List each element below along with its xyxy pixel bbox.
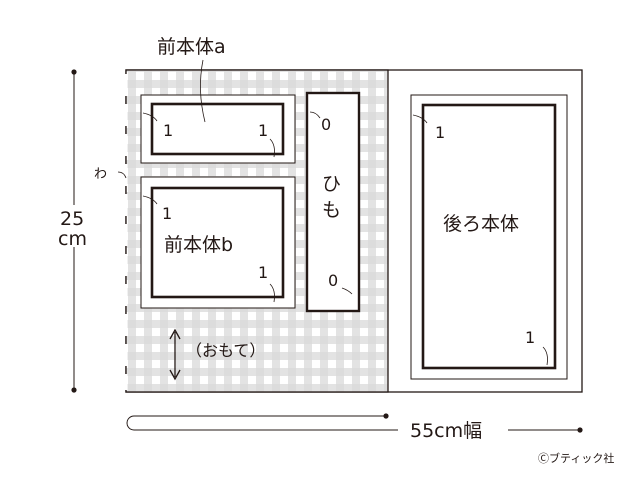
front-b-piece: [150, 186, 285, 299]
grain-arrow: [169, 328, 181, 381]
front-a-label: 前本体a: [157, 36, 226, 58]
back-seam-bottom: 1: [525, 328, 535, 347]
strap-label-char-2: も: [322, 199, 341, 221]
front-b-seam-top: 1: [162, 204, 172, 223]
front-b-label: 前本体b: [164, 234, 233, 256]
height-unit: cm: [58, 228, 87, 250]
fold-label: わ: [94, 167, 107, 182]
width-dimension-start: [126, 415, 398, 431]
back-piece: [421, 103, 557, 370]
front-a-piece: [150, 102, 285, 156]
seam-leaders: [117, 59, 548, 366]
width-dim-dot-top: [383, 413, 389, 419]
grain-label: （おもて）: [186, 341, 265, 360]
front-a-seam-left: 1: [163, 121, 173, 140]
strap-label-char-1: ひ: [322, 173, 341, 195]
front-b-seam-bottom: 1: [258, 263, 268, 282]
strap-seam-bottom: 0: [328, 271, 338, 290]
back-label: 後ろ本体: [443, 213, 519, 235]
credit-text: Ⓒブティック社: [538, 452, 615, 465]
back-seam-top: 1: [435, 123, 445, 142]
strap-piece: [305, 91, 361, 313]
width-dim-dot-end: [577, 427, 583, 433]
front-a-seam-right: 1: [258, 121, 268, 140]
strap-seam-top: 0: [321, 115, 331, 134]
height-value: 25: [60, 208, 84, 230]
height-dim-top-dot: [71, 69, 77, 75]
height-dim-bottom-dot: [71, 387, 77, 393]
width-label: 55cm幅: [410, 420, 482, 442]
